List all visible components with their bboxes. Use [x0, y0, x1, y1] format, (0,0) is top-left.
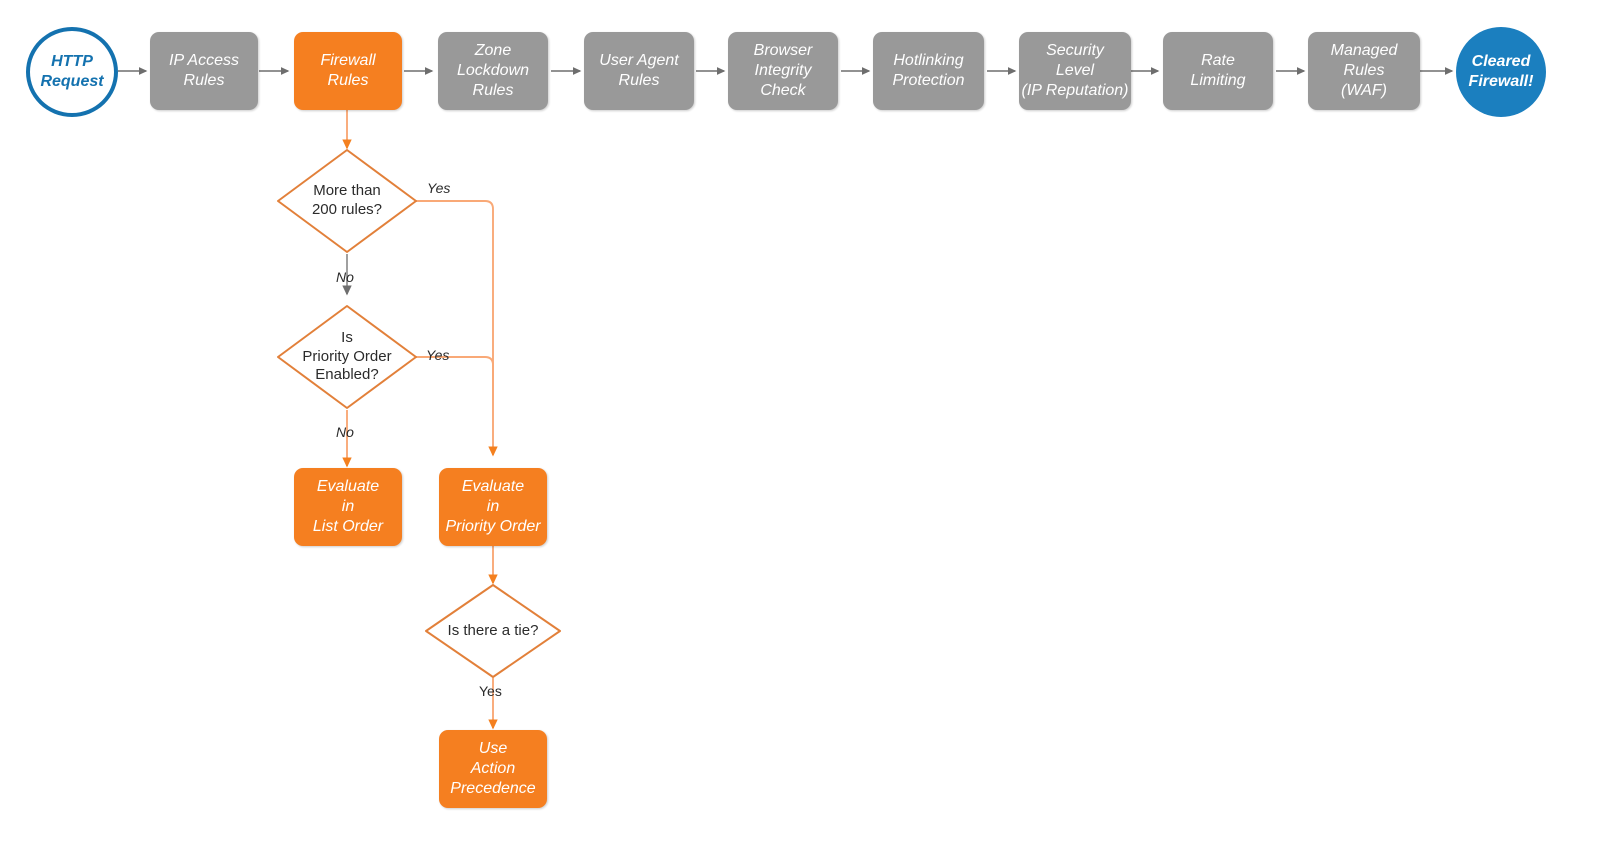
node-use-action-precedence[interactable]: Use Action Precedence: [439, 730, 547, 808]
node-zone-lockdown-rules[interactable]: Zone Lockdown Rules: [438, 32, 548, 110]
node-http-request-label: HTTP Request: [40, 53, 104, 90]
node-user-agent-rules-label: User Agent Rules: [599, 52, 679, 89]
node-http-request[interactable]: HTTP Request: [26, 27, 118, 117]
node-evaluate-in-priority-order[interactable]: Evaluate in Priority Order: [439, 468, 547, 546]
node-browser-integrity-check[interactable]: Browser Integrity Check: [728, 32, 838, 110]
edge-label-tie-yes: Yes: [479, 683, 502, 699]
edge-label-more-than-200-no: No: [336, 269, 354, 285]
node-user-agent-rules[interactable]: User Agent Rules: [584, 32, 694, 110]
decision-is-there-a-tie[interactable]: Is there a tie?: [426, 585, 560, 677]
node-security-level[interactable]: Security Level (IP Reputation): [1019, 32, 1131, 110]
node-use-action-precedence-label: Use Action Precedence: [450, 740, 536, 797]
node-evaluate-in-list-order[interactable]: Evaluate in List Order: [294, 468, 402, 546]
node-ip-access-rules-label: IP Access Rules: [169, 52, 239, 89]
node-rate-limiting-label: Rate Limiting: [1190, 52, 1246, 89]
edge-decision1-yes: [416, 200, 498, 457]
decision-priority-order-enabled[interactable]: Is Priority Order Enabled?: [278, 306, 416, 408]
node-rate-limiting[interactable]: Rate Limiting: [1163, 32, 1273, 110]
node-hotlinking-protection[interactable]: Hotlinking Protection: [873, 32, 984, 110]
decision-more-than-200-rules-label: More than 200 rules?: [311, 182, 383, 218]
edge-decision2-yes: [416, 356, 494, 400]
node-managed-rules-waf[interactable]: Managed Rules (WAF): [1308, 32, 1420, 110]
node-firewall-rules-label: Firewall Rules: [320, 52, 376, 89]
edge-label-priority-order-no: No: [336, 424, 354, 440]
node-security-level-label: Security Level (IP Reputation): [1021, 42, 1129, 99]
edge-label-priority-order-yes: Yes: [426, 347, 450, 363]
node-managed-rules-waf-label: Managed Rules (WAF): [1330, 42, 1398, 99]
node-cleared-firewall-label: Cleared Firewall!: [1468, 53, 1534, 90]
decision-priority-order-enabled-label: Is Priority Order Enabled?: [302, 328, 392, 384]
decision-more-than-200-rules[interactable]: More than 200 rules?: [278, 150, 416, 252]
edge-label-more-than-200-yes: Yes: [427, 180, 451, 196]
node-hotlinking-protection-label: Hotlinking Protection: [892, 52, 965, 89]
node-browser-integrity-check-label: Browser Integrity Check: [753, 42, 813, 99]
decision-is-there-a-tie-label: Is there a tie?: [447, 621, 539, 639]
node-evaluate-in-list-order-label: Evaluate in List Order: [312, 478, 384, 535]
node-ip-access-rules[interactable]: IP Access Rules: [150, 32, 258, 110]
node-cleared-firewall[interactable]: Cleared Firewall!: [1456, 27, 1546, 117]
node-zone-lockdown-rules-label: Zone Lockdown Rules: [456, 42, 530, 99]
node-evaluate-in-priority-order-label: Evaluate in Priority Order: [445, 478, 541, 535]
node-firewall-rules[interactable]: Firewall Rules: [294, 32, 402, 110]
